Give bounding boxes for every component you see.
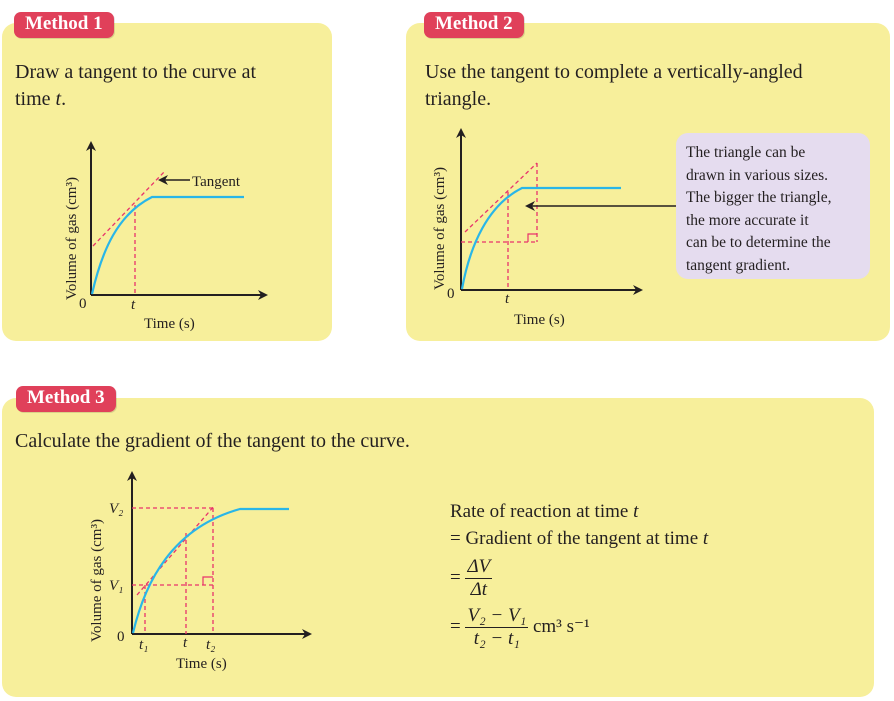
right-angle-mark xyxy=(202,576,213,585)
method1-graph: Tangent 0 t Time (s) Volume of gas (cm³) xyxy=(64,141,268,332)
delta-fraction: ΔV Δt xyxy=(465,556,493,600)
method3-instruction: Calculate the gradient of the tangent to… xyxy=(15,430,410,452)
right-angle-mark xyxy=(527,233,537,242)
method3-badge: Method 3 xyxy=(16,386,116,412)
method2-badge: Method 2 xyxy=(424,12,524,38)
method2-graph: 0 t Time (s) Volume of gas (cm³) xyxy=(432,128,676,328)
rate-line-2: = Gradient of the tangent at time t xyxy=(450,528,709,549)
t-label: t xyxy=(505,291,510,307)
method1-badge: Method 1 xyxy=(14,12,114,38)
volume-curve xyxy=(90,195,244,295)
x-axis-label: Time (s) xyxy=(144,316,195,332)
method2-instruction: Use the tangent to complete a vertically… xyxy=(425,61,803,110)
y-axis-label: Volume of gas (cm³) xyxy=(432,167,448,290)
rate-line-3: = ΔV Δt xyxy=(450,556,493,600)
rate-line-1: Rate of reaction at time t xyxy=(450,501,639,522)
tangent-line xyxy=(92,170,166,247)
units: cm³ s⁻¹ xyxy=(532,615,590,637)
t2-tick-label: t₂ xyxy=(206,637,215,653)
method3-panel xyxy=(2,398,874,697)
tangent-line xyxy=(464,162,538,233)
tangent-line xyxy=(136,504,216,596)
t1-tick-label: t₁ xyxy=(139,637,148,653)
t-label: t xyxy=(131,297,136,313)
method3-graph: 0 t₁ t t₂ V₁ V₂ Time (s) Volume of gas (… xyxy=(89,471,312,672)
origin-label: 0 xyxy=(79,296,87,312)
origin-label: 0 xyxy=(447,286,455,302)
tangent-label: Tangent xyxy=(192,174,241,190)
triangle-size-note: The triangle can be drawn in various siz… xyxy=(676,133,870,279)
values-fraction: V₂ − V₁ t₂ − t₁ xyxy=(465,605,529,649)
method1-instruction: Draw a tangent to the curve at time t. xyxy=(15,61,257,110)
v1-tick-label: V₁ xyxy=(109,578,123,594)
y-axis-label: Volume of gas (cm³) xyxy=(89,519,105,642)
volume-curve xyxy=(131,507,289,634)
origin-label: 0 xyxy=(117,629,125,645)
y-axis-label: Volume of gas (cm³) xyxy=(64,177,80,300)
x-axis-label: Time (s) xyxy=(514,312,565,328)
volume-curve xyxy=(460,186,621,290)
rate-line-4: = V₂ − V₁ t₂ − t₁ cm³ s⁻¹ xyxy=(450,605,590,649)
rate-equations: Rate of reaction at time t = Gradient of… xyxy=(450,498,708,650)
t-tick-label: t xyxy=(183,635,188,651)
x-axis-label: Time (s) xyxy=(176,656,227,672)
v2-tick-label: V₂ xyxy=(109,501,123,517)
